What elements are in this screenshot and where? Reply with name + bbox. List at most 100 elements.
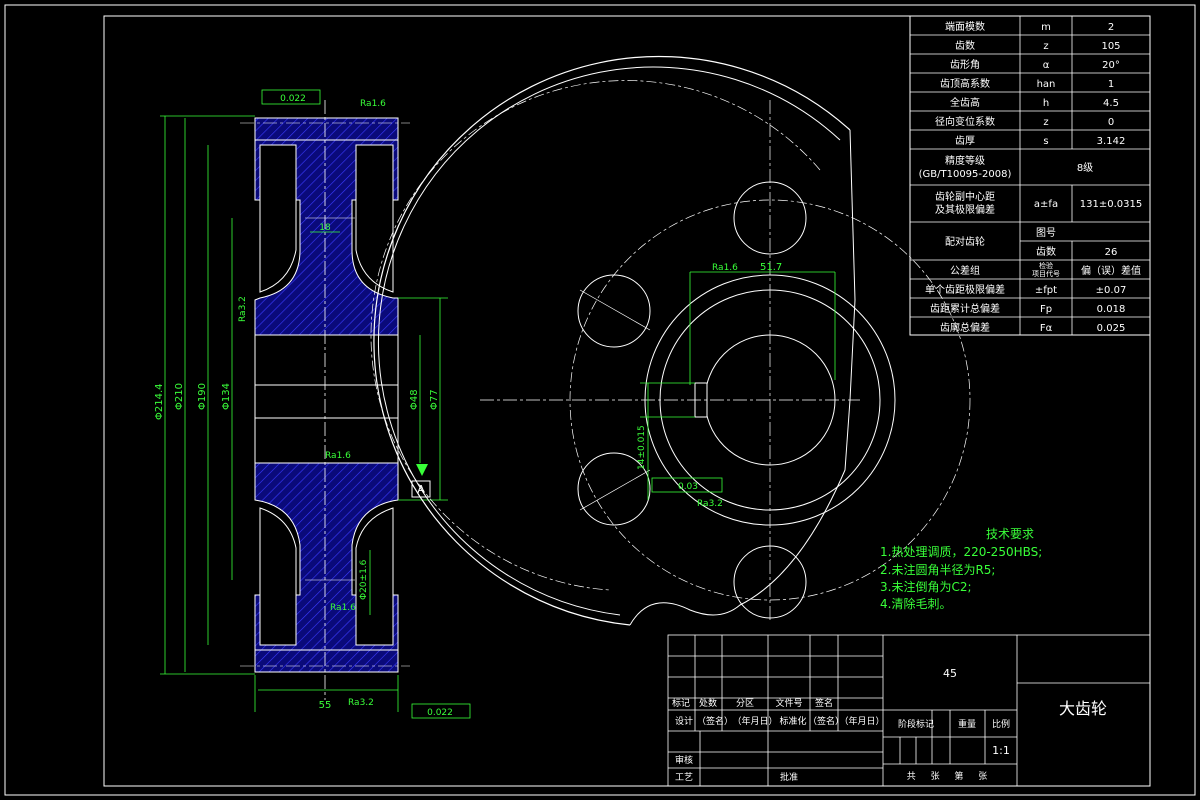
sheets-label: 共 张 第 张 (907, 770, 994, 782)
title-block-sign-cell: （年月日） (732, 715, 777, 727)
precision-label1: 精度等级 (945, 154, 985, 167)
material: 45 (943, 667, 957, 680)
deviation-symbol: ±fpt (1035, 285, 1057, 296)
param-symbol: m (1041, 22, 1051, 33)
param-name: 径向变位系数 (935, 115, 995, 128)
tol-frame-top (261, 89, 321, 105)
param-name: 齿形角 (950, 59, 980, 71)
deviation-name: 单个齿距极限偏差 (925, 283, 1005, 296)
front-sym: 0.03 (678, 482, 698, 492)
tol-group-label: 公差组 (950, 264, 980, 277)
param-value: 4.5 (1103, 98, 1119, 109)
dim-w18: 18 (319, 223, 331, 233)
param-symbol: s (1043, 136, 1048, 147)
deviation-name: 齿距累计总偏差 (930, 302, 1000, 315)
inner-frame (103, 15, 1151, 787)
scale-value: 1:1 (992, 744, 1010, 757)
tol-bot-value: 0.022 (427, 708, 453, 718)
title-block-header-cell: 分区 (736, 698, 754, 709)
pocket-upper (259, 144, 297, 293)
rim-upper-hatch (254, 117, 399, 141)
param-symbol: z (1043, 41, 1048, 52)
datum-box-a (411, 480, 431, 498)
dim-d6: Φ77 (429, 389, 440, 410)
front-key: 14±0.015 (637, 425, 647, 470)
diag-1 (579, 289, 651, 331)
param-name: 齿数 (955, 39, 975, 52)
pocket-lower-right (355, 507, 394, 646)
process-label: 工艺 (675, 772, 693, 783)
param-symbol: z (1043, 117, 1048, 128)
param-value: 105 (1101, 41, 1120, 52)
precision-label2: (GB/T10095-2008) (919, 169, 1012, 180)
center-label1: 齿轮副中心距 (935, 190, 995, 203)
section-view: A 0.022 0.022 Φ214.4 Φ210 Φ190 Φ134 Φ77 … (154, 89, 471, 719)
title-block (667, 634, 1151, 787)
tol-top-value: 0.022 (280, 94, 306, 104)
deviation-name: 齿廓总偏差 (940, 321, 990, 334)
title-block-header-cell: 处数 (699, 697, 717, 709)
front-view (370, 55, 971, 626)
center-val: 131±0.0315 (1080, 199, 1142, 210)
param-value: 3.142 (1097, 136, 1126, 147)
title-block-sign-cell: 设计 (675, 715, 693, 727)
dim-h2036: Φ20±1.6 (359, 559, 369, 600)
scale-label: 比例 (992, 718, 1010, 730)
dim-d3: Φ190 (197, 383, 208, 410)
ra-top: Ra1.6 (360, 99, 386, 109)
tech-line-4: 4.清除毛刺。 (880, 596, 951, 611)
diag-2 (579, 469, 651, 511)
dim-d2: Φ210 (174, 383, 185, 410)
tech-line-3: 3.未注倒角为C2; (880, 579, 972, 594)
gear-web-arc (370, 80, 821, 591)
center-sym: a±fa (1034, 199, 1058, 210)
title-block-header-cell: 签名 (815, 697, 833, 709)
title-block-sign-cell: （签名） (808, 715, 844, 727)
mating-teeth-val: 26 (1105, 247, 1118, 258)
review-label: 审核 (675, 754, 693, 766)
tol-group-val: 偏（误）差值 (1081, 264, 1141, 277)
param-symbol: α (1043, 60, 1050, 71)
tol-group-sym2: 项目代号 (1032, 269, 1060, 278)
param-name: 齿厚 (955, 135, 975, 147)
deviation-symbol: Fα (1040, 323, 1053, 334)
ra-bore: Ra1.6 (325, 451, 351, 461)
tech-title: 技术要求 (986, 527, 1034, 541)
datum-triangle (416, 464, 428, 476)
part-name: 大齿轮 (1059, 699, 1107, 718)
break-line (629, 129, 856, 626)
stage-label: 阶段标记 (898, 718, 934, 730)
title-block-header-cell: 标记 (672, 697, 690, 709)
title-block-sign-cell: （年月日） (839, 715, 884, 727)
dim-w55: 55 (319, 700, 332, 711)
pocket-upper-right (355, 144, 394, 293)
front-ra32: Ra3.2 (697, 499, 723, 509)
title-block-sign-cell: （签名） (697, 715, 733, 727)
ra-side: Ra3.2 (238, 296, 248, 322)
approve-label: 批准 (780, 771, 798, 783)
center-label2: 及其极限偏差 (935, 203, 995, 216)
mating-drawing-no: 图号 (1036, 227, 1056, 239)
tol-frame-bot (411, 703, 471, 719)
pitch-hole-circle (569, 199, 971, 601)
deviation-value: 0.018 (1097, 304, 1126, 315)
mating-teeth-label: 齿数 (1036, 245, 1056, 258)
param-value: 20° (1102, 60, 1120, 71)
front-ra16: Ra1.6 (712, 263, 738, 273)
dim-d5: Φ48 (409, 389, 420, 410)
rim-lower-hatch (254, 649, 399, 673)
front-dims (640, 271, 836, 500)
ra-lower-pocket: Ra1.6 (330, 603, 356, 613)
tol-group-sym1: 检验 (1039, 261, 1053, 270)
title-block-sign-cell: 标准化 (779, 715, 806, 727)
param-name: 端面模数 (945, 20, 985, 33)
ra-bot: Ra3.2 (348, 698, 374, 708)
tech-line-2: 2.未注圆角半径为R5; (880, 562, 995, 577)
param-name: 齿顶高系数 (940, 77, 990, 90)
deviation-value: 0.025 (1097, 323, 1126, 334)
precision-val: 8级 (1077, 162, 1093, 174)
title-block-header-cell: 文件号 (775, 697, 802, 709)
param-symbol: han (1037, 79, 1056, 90)
gear-root-arc (377, 66, 841, 616)
